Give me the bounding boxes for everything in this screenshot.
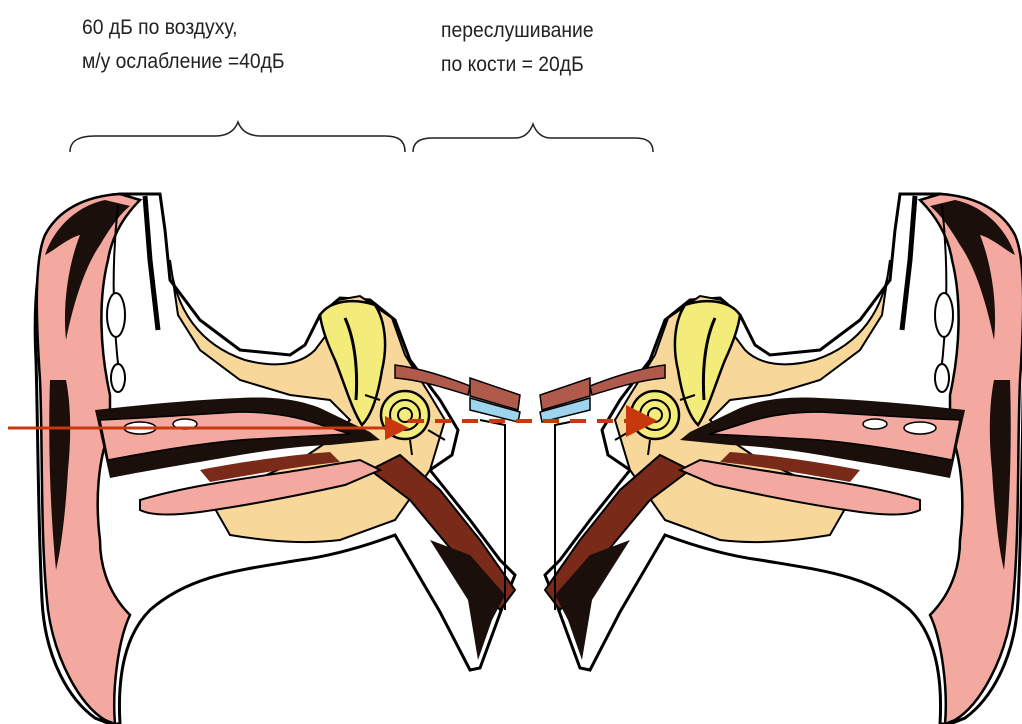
right-ear-icon bbox=[540, 194, 1022, 724]
right-brace bbox=[413, 124, 653, 152]
left-brace bbox=[70, 122, 405, 152]
left-ear-icon bbox=[35, 194, 520, 724]
